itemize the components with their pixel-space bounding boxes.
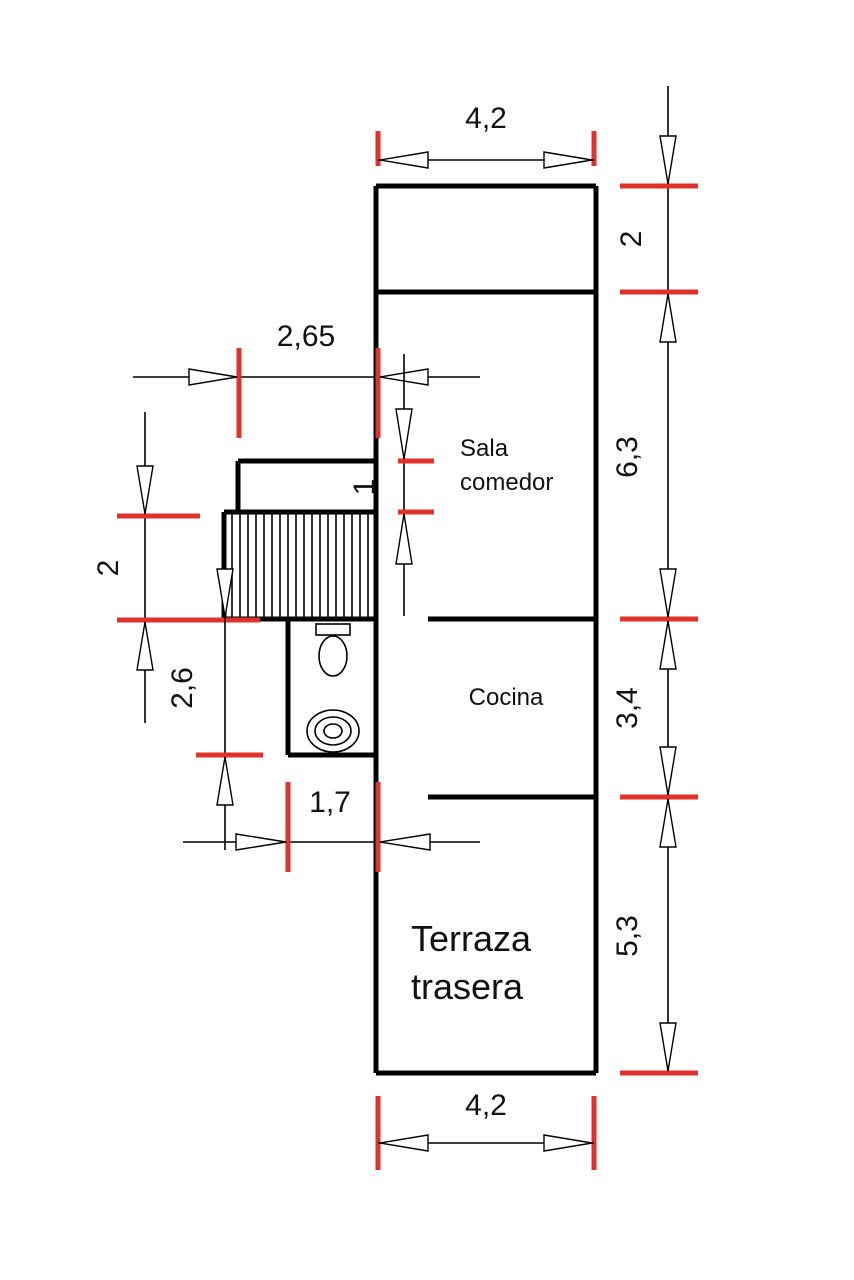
dimension-left-offset bbox=[133, 348, 480, 438]
dimension-top-width bbox=[375, 131, 597, 169]
dimension-label-left-offset: 2,65 bbox=[277, 320, 335, 353]
dimension-right-chain bbox=[620, 86, 698, 1076]
dimension-label-right-4: 5,3 bbox=[611, 915, 644, 957]
dimension-bath-width bbox=[183, 782, 480, 872]
room-label-terraza-line1: Terraza bbox=[411, 918, 532, 959]
dimension-label-bath-width: 1,7 bbox=[309, 786, 351, 819]
toilet-icon bbox=[315, 623, 351, 677]
dimension-label-top-width: 4,2 bbox=[465, 102, 507, 135]
room-label-cocina: Cocina bbox=[469, 684, 544, 711]
room-label-sala-line1: Sala bbox=[460, 435, 509, 462]
dimension-label-right-3: 3,4 bbox=[611, 687, 644, 729]
dimension-label-left-step: 1 bbox=[348, 479, 381, 496]
dimension-label-left-height-2: 2,6 bbox=[166, 667, 199, 709]
room-label-sala-line2: comedor bbox=[460, 469, 553, 496]
walls bbox=[221, 183, 599, 1076]
dimension-label-left-height-1: 2 bbox=[92, 560, 125, 577]
dimension-left-step bbox=[395, 354, 434, 616]
dimension-left-heights bbox=[117, 412, 260, 723]
dimension-left-height-2 bbox=[196, 566, 263, 850]
dimension-label-bottom-width: 4,2 bbox=[465, 1089, 507, 1122]
dimension-label-right-2: 6,3 bbox=[611, 436, 644, 478]
dimension-bottom-width bbox=[375, 1096, 597, 1170]
room-label-terraza-line2: trasera bbox=[411, 966, 524, 1007]
stair-treads bbox=[231, 514, 369, 617]
dimension-label-right-1: 2 bbox=[615, 231, 648, 248]
sink-icon bbox=[306, 709, 360, 753]
